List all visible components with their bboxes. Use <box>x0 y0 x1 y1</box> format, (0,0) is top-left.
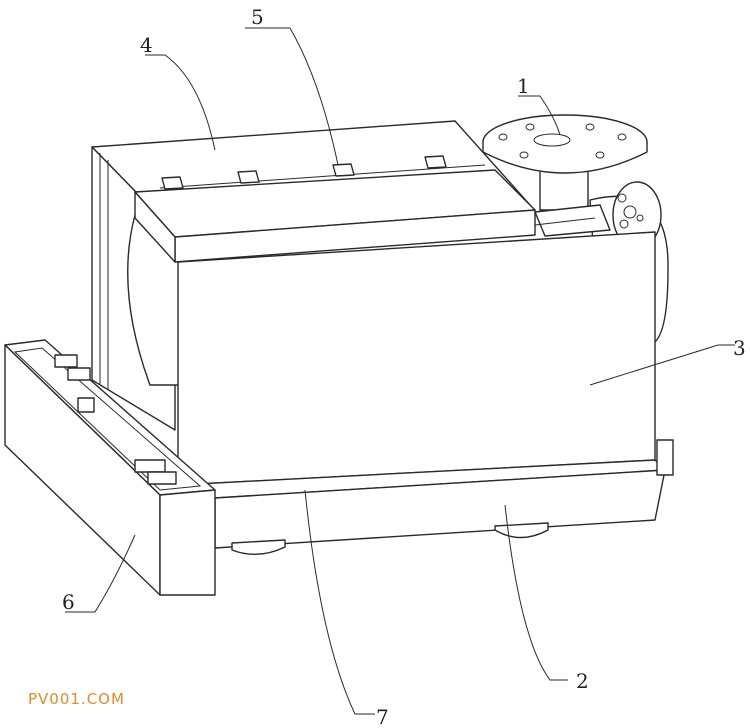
watermark: PV001.COM <box>28 690 125 708</box>
label-6: 6 <box>62 590 75 614</box>
base <box>177 439 674 549</box>
label-4: 4 <box>140 33 153 57</box>
wheels <box>231 522 549 555</box>
label-5: 5 <box>251 5 264 29</box>
left-cylinder <box>127 214 181 386</box>
top-flange <box>482 114 648 211</box>
label-1: 1 <box>517 74 530 98</box>
top-cover <box>134 164 536 263</box>
label-3: 3 <box>733 336 746 360</box>
leader-lines <box>65 27 735 715</box>
gear-teeth <box>54 354 177 485</box>
label-7: 7 <box>376 705 389 728</box>
clips <box>161 155 447 190</box>
side-box <box>4 339 216 596</box>
label-2: 2 <box>576 669 589 693</box>
